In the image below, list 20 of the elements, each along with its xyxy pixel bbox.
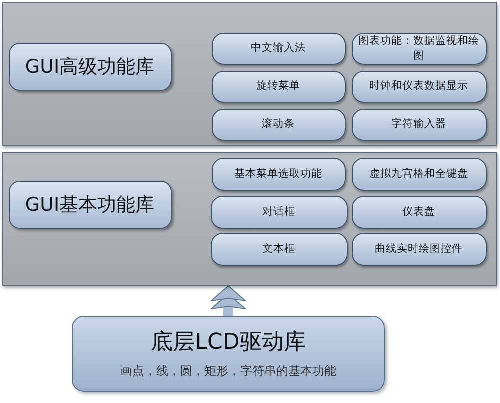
feature-box: 基本菜单选取功能 bbox=[212, 158, 346, 190]
layer-panel bbox=[2, 2, 497, 146]
feature-box: 时钟和仪表数据显示 bbox=[352, 70, 486, 102]
driver-description: 画点，线，圆，矩形，字符串的基本功能 bbox=[120, 364, 336, 378]
feature-box: 文本框 bbox=[210, 232, 348, 266]
driver-title: 底层LCD驱动库 bbox=[151, 330, 306, 356]
driver-box bbox=[72, 316, 385, 392]
feature-box: 滚动条 bbox=[212, 108, 346, 140]
feature-box: 对话框 bbox=[210, 196, 348, 228]
library-title-box: GUI基本功能库 bbox=[8, 180, 172, 228]
feature-box: 中文输入法 bbox=[212, 32, 346, 64]
library-title-box: GUI高级功能库 bbox=[8, 42, 172, 90]
feature-box: 图表功能：数据监视和绘图 bbox=[352, 32, 486, 64]
feature-box: 虚拟九宫格和全键盘 bbox=[352, 158, 486, 190]
feature-box: 旋转菜单 bbox=[212, 70, 346, 102]
feature-box: 仪表盘 bbox=[352, 196, 486, 228]
arrow bbox=[211, 286, 246, 316]
feature-box: 字符输入器 bbox=[352, 108, 486, 140]
feature-box: 曲线实时绘图控件 bbox=[352, 232, 486, 266]
layer-panel bbox=[2, 152, 497, 286]
